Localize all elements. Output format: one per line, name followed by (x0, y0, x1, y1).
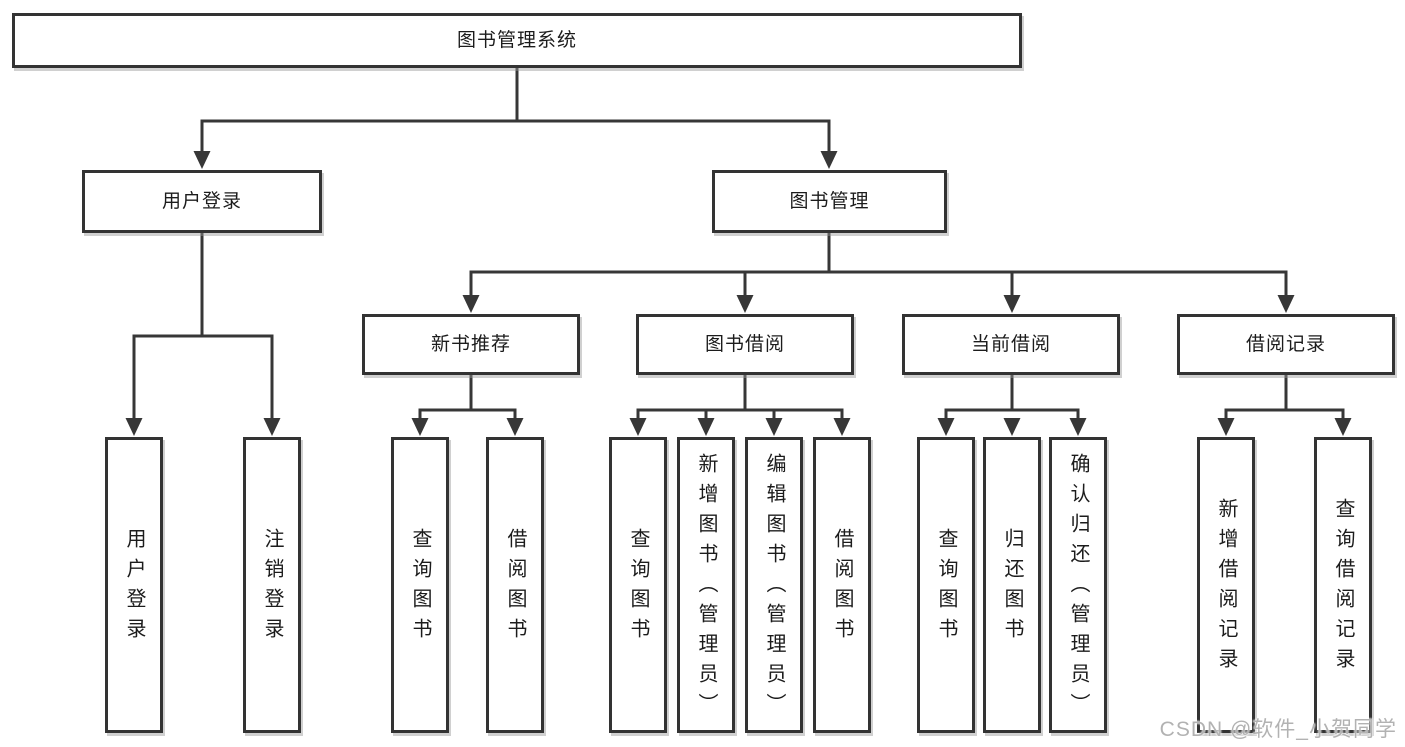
csdn-watermark: CSDN @软件_小贺同学 (1159, 718, 1397, 741)
connector-paths (132, 68, 1345, 420)
leaf-add-book-admin: 新增图书（管理员） (677, 437, 735, 733)
leaf-add-borrow-record: 新增借阅记录 (1197, 437, 1255, 733)
leaf-edit-book-admin: 编辑图书（管理员） (745, 437, 803, 733)
node-new-book-recommend: 新书推荐 (362, 314, 580, 375)
leaf-query-borrow-record: 查询借阅记录 (1314, 437, 1372, 733)
node-library-system: 图书管理系统 (12, 13, 1022, 68)
node-book-borrow: 图书借阅 (636, 314, 854, 375)
node-borrow-records: 借阅记录 (1177, 314, 1395, 375)
arrowhead-icons (125, 151, 1352, 436)
leaf-confirm-return-admin: 确认归还（管理员） (1049, 437, 1107, 733)
leaf-user-login: 用户登录 (105, 437, 163, 733)
node-user-login-group: 用户登录 (82, 170, 322, 233)
leaf-query-books-current: 查询图书 (917, 437, 975, 733)
leaf-logout: 注销登录 (243, 437, 301, 733)
leaf-borrow-books: 借阅图书 (813, 437, 871, 733)
node-current-borrow: 当前借阅 (902, 314, 1120, 375)
leaf-query-books-recommend: 查询图书 (391, 437, 449, 733)
leaf-return-book: 归还图书 (983, 437, 1041, 733)
leaf-query-books-borrow: 查询图书 (609, 437, 667, 733)
leaf-borrow-books-recommend: 借阅图书 (486, 437, 544, 733)
node-book-management: 图书管理 (712, 170, 947, 233)
